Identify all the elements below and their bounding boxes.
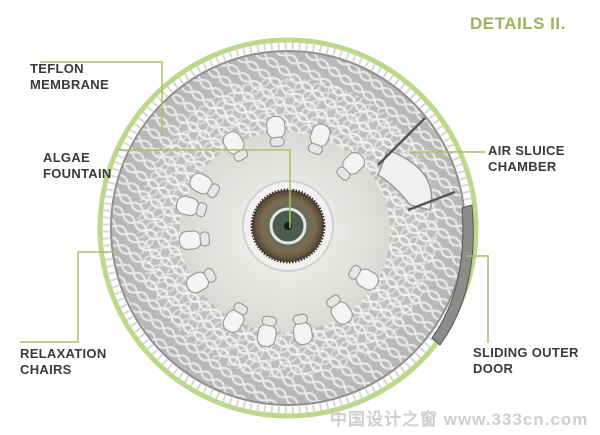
leader-algae xyxy=(118,149,291,228)
label-sliding-outer-door: SLIDING OUTER DOOR xyxy=(473,345,579,377)
label-teflon-line1: TEFLON xyxy=(30,61,84,76)
label-algae-line1: ALGAE xyxy=(43,150,90,165)
algae-fountain-rim xyxy=(250,188,326,264)
label-air-line1: AIR SLUICE xyxy=(488,143,565,158)
label-air-line2: CHAMBER xyxy=(488,159,557,174)
watermark: 中国设计之窗 www.333cn.com xyxy=(330,410,589,429)
relaxation-chair xyxy=(307,123,331,155)
air-sluice-edge xyxy=(377,117,426,166)
label-air-sluice-chamber: AIR SLUICE CHAMBER xyxy=(488,143,565,175)
label-teflon-membrane: TEFLON MEMBRANE xyxy=(30,61,109,93)
relaxation-chair xyxy=(185,267,217,294)
label-slide-line2: DOOR xyxy=(473,361,514,376)
label-algae-line2: FOUNTAIN xyxy=(43,166,112,181)
label-relax-line1: RELAXATION xyxy=(20,346,107,361)
relaxation-chair xyxy=(292,313,313,346)
label-algae-fountain: ALGAE FOUNTAIN xyxy=(43,150,112,182)
relaxation-chair xyxy=(222,302,249,333)
label-teflon-line2: MEMBRANE xyxy=(30,77,109,92)
leader-teflon xyxy=(40,61,163,136)
relaxation-chair xyxy=(178,230,211,251)
relaxation-chair xyxy=(222,131,249,162)
relaxation-chair xyxy=(266,115,286,148)
relaxation-chair xyxy=(256,315,277,348)
leader-sliding-door xyxy=(466,255,489,343)
leader-lines xyxy=(20,61,489,343)
relaxation-chairs xyxy=(175,115,379,348)
label-relaxation-chairs: RELAXATION CHAIRS xyxy=(20,346,107,378)
relaxation-chair xyxy=(326,294,353,325)
relaxation-chair xyxy=(175,195,208,218)
label-slide-line1: SLIDING OUTER xyxy=(473,345,579,360)
relaxation-chair xyxy=(348,264,379,291)
relaxation-chair xyxy=(189,172,221,199)
air-sluice-chamber xyxy=(377,149,433,211)
algae-fountain-nozzle xyxy=(284,222,292,230)
teflon-membrane-ring xyxy=(97,37,479,419)
relaxation-chair xyxy=(336,151,366,181)
leader-relaxation xyxy=(20,251,118,343)
air-sluice-edge-lower xyxy=(407,190,456,212)
page-title: DETAILS II. xyxy=(470,14,566,33)
label-relax-line2: CHAIRS xyxy=(20,362,72,377)
